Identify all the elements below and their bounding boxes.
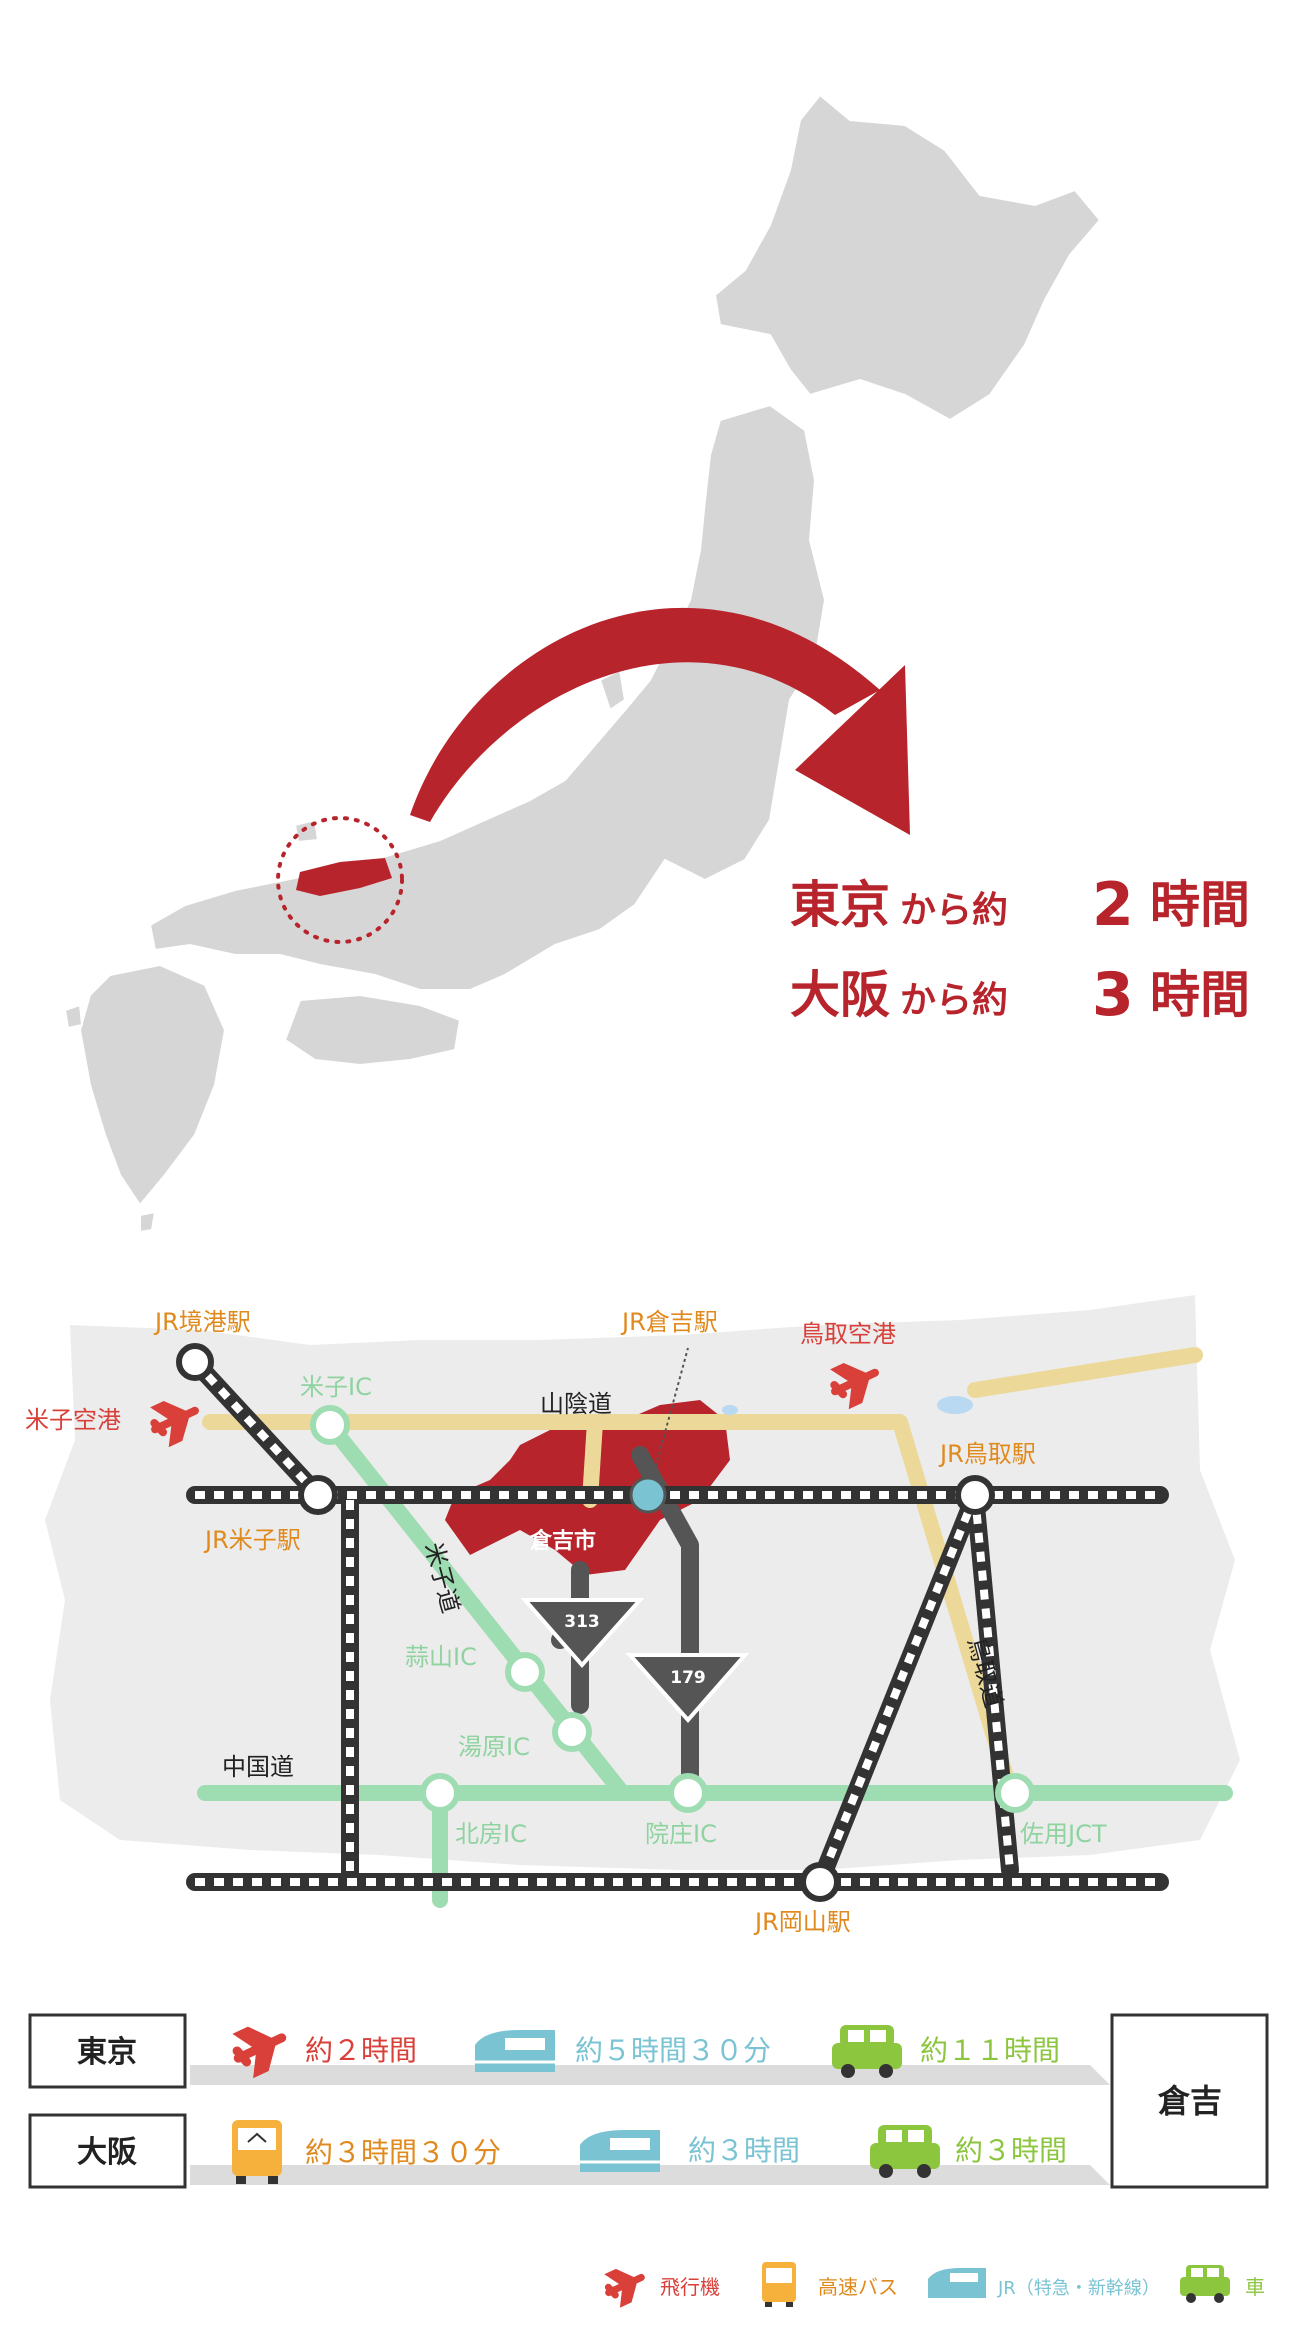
route-313-shield: 313 (520, 1598, 645, 1669)
plane-icon (830, 1362, 879, 1410)
row1-plane-time: 約２時間 (305, 2034, 417, 2067)
bus-icon (762, 2262, 796, 2307)
label-sakaiminato: JR境港駅 (153, 1308, 251, 1336)
label-kurayoshi-station: JR倉吉駅 (620, 1308, 718, 1336)
headline-city-tokyo: 東京 (790, 876, 890, 934)
destination-box (1110, 2013, 1269, 2189)
car-icon (1180, 2265, 1230, 2303)
row1-train-time: 約５時間３０分 (575, 2034, 771, 2067)
travel-table: 東京 大阪 倉吉 約２時間 約５時間３０分 約１１時間 (28, 2013, 1269, 2189)
node-sayo-jct (995, 1773, 1035, 1813)
legend-bus: 高速バス (818, 2275, 898, 2299)
node-sakaiminato (176, 1343, 214, 1381)
japan-map (63, 93, 1102, 1234)
destination-label: 倉吉 (1157, 2082, 1222, 2120)
train-icon (475, 2030, 555, 2072)
label-yonago-airport: 米子空港 (25, 1406, 121, 1434)
node-tottori-station (955, 1475, 995, 1515)
origin-box-tokyo (28, 2013, 187, 2089)
legend: 飛行機 高速バス JR（特急・新幹線） 車 (604, 2262, 1265, 2308)
origin-box-osaka (28, 2113, 187, 2189)
node-yonago-ic (310, 1405, 350, 1445)
shikoku-shape (283, 993, 462, 1067)
route-map: 313 179 (25, 1295, 1240, 1936)
node-hiruzen-ic (505, 1652, 545, 1692)
headline-city-osaka: 大阪 (790, 966, 890, 1024)
label-chugoku-road: 中国道 (222, 1753, 294, 1781)
label-yubara-ic: 湯原IC (458, 1733, 530, 1761)
headline-num-3: 3 (1092, 960, 1134, 1030)
travel-arrow-icon (410, 607, 910, 835)
label-tottori-station: JR鳥取駅 (938, 1440, 1036, 1468)
origin-label-tokyo: 東京 (77, 2035, 137, 2070)
label-insho-ic: 院庄IC (645, 1820, 717, 1848)
label-hiruzen-ic: 蒜山IC (405, 1643, 477, 1671)
headline-unit-1: 時間 (1150, 876, 1250, 934)
station-nodes (176, 1343, 1035, 1902)
legend-car: 車 (1245, 2275, 1265, 2299)
row2-car-time: 約３時間 (955, 2134, 1067, 2167)
row1-car-time: 約１１時間 (920, 2034, 1060, 2067)
kyushu-shape (78, 963, 227, 1207)
label-hokubo-ic: 北房IC (455, 1820, 527, 1848)
legend-train: JR（特急・新幹線） (997, 2278, 1160, 2299)
headline-particle-1: から約 (900, 890, 1008, 931)
car-icon (870, 2125, 940, 2178)
label-yonago-station: JR米子駅 (203, 1526, 301, 1554)
car-icon (832, 2025, 902, 2078)
node-okayama-station (800, 1862, 840, 1902)
label-kurayoshi-city: 倉吉市 (529, 1528, 596, 1554)
tottori-highlight (296, 858, 392, 896)
bus-icon (232, 2120, 282, 2184)
plane-icon (232, 2026, 287, 2079)
train-icon (580, 2130, 660, 2172)
origin-label-osaka: 大阪 (77, 2135, 137, 2170)
row2-bus-time: 約３時間３０分 (305, 2136, 501, 2169)
node-hokubo-ic (420, 1773, 460, 1813)
honshu-shape (148, 403, 827, 991)
headline: 東京 から約 2 時間 大阪 から約 3 時間 (790, 870, 1250, 1030)
route-179-shield: 179 (625, 1653, 750, 1724)
label-okayama-station: JR岡山駅 (753, 1908, 851, 1936)
node-yubara-ic (552, 1712, 592, 1752)
headline-unit-2: 時間 (1150, 966, 1250, 1024)
railways (186, 1353, 1169, 1891)
plane-icon (150, 1400, 199, 1448)
hokkaido-shape (713, 93, 1102, 422)
node-yonago-station (298, 1475, 338, 1515)
label-tottori-airport: 鳥取空港 (800, 1320, 896, 1348)
route-179-label: 179 (670, 1668, 706, 1688)
label-yonago-ic: 米子IC (300, 1373, 372, 1401)
row2-train-time: 約３時間 (688, 2134, 800, 2167)
headline-num-2: 2 (1092, 870, 1134, 940)
headline-particle-2: から約 (900, 980, 1008, 1021)
legend-plane: 飛行機 (660, 2275, 720, 2299)
node-insho-ic (668, 1773, 708, 1813)
train-icon (928, 2268, 986, 2298)
node-kurayoshi-station (629, 1476, 667, 1514)
plane-icon (604, 2268, 645, 2308)
route-313-label: 313 (564, 1612, 600, 1632)
label-sayo-jct: 佐用JCT (1020, 1820, 1107, 1848)
tottori-dotted-circle (276, 816, 404, 944)
label-sanin-road: 山陰道 (540, 1390, 612, 1418)
